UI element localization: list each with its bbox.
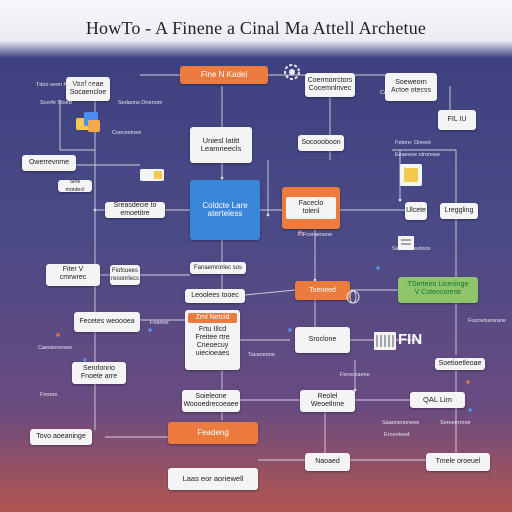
page-title: HowTo - A Finene a Cinal Ma Attell Arche… (85, 18, 427, 38)
node-core-data: Coldcte Lare aterteless (190, 180, 260, 240)
label-6: Eeaeeoe otrorewe (395, 152, 440, 158)
node-mid-label: Fanaemroriec sos (190, 262, 246, 274)
node-reading-body: Laas eor aoriewell (168, 468, 258, 490)
node-center-stack: Zrnl Netcid Frtu IIlcd Freitee rtre Cneo… (185, 310, 240, 370)
label-4: Ceeaeaneeee Fteor (380, 90, 429, 96)
folder-stack-icon (76, 112, 102, 134)
label-12: Fiucnetuesrane (468, 318, 506, 324)
node-reading: Feadeng (168, 422, 258, 444)
node-connectors: Coermorrctors Cocemnlnvec (305, 73, 355, 97)
database-icon (400, 164, 422, 186)
label-14: Caewiorereeo (38, 345, 73, 351)
node-fine-tune: Fecetes weoooea (74, 312, 140, 332)
label-2: Scerfe Stoed (40, 100, 72, 106)
node-bottom-mid-right: Naoaed (305, 453, 350, 471)
label-1: Tdoo seon Naroosotnesr (36, 82, 97, 88)
node-filter: Fiter V cmrwrec (46, 264, 100, 286)
node-center-stack-body: Frtu IIlcd Freitee rtre Cneoecuy uiecioe… (195, 326, 230, 357)
node-filter-sub: cmrwrec (59, 274, 87, 281)
label-13: Ferooeaene (340, 372, 370, 378)
node-socoooboon: Socoooboon (298, 135, 344, 151)
label-11: Fnanoe (150, 320, 169, 326)
node-mid: Leoolees tooec (185, 289, 245, 303)
label-17: Erooeteed (384, 432, 410, 438)
title-bar (0, 0, 512, 58)
label-15: Saaonenoneee (382, 420, 420, 426)
label-18: Fnoore (40, 392, 58, 398)
node-overview: Owerrevnme (22, 155, 76, 171)
chip-icon (398, 236, 414, 250)
node-center-stack-head: Zrnl Netcid (188, 313, 237, 323)
node-orange-rect: Toeneed (295, 281, 350, 300)
server-rack-icon (374, 332, 396, 350)
node-left-lower: Senrlonrio Fnoete arre (72, 362, 126, 384)
node-green-licensing: TSerteiro Liceninge V Coteocorestr (398, 277, 478, 303)
node-logging: Lreggling (440, 203, 478, 219)
label-3: Sedaons Onenom (118, 100, 163, 106)
label-5: Fetere: Oreeet (395, 140, 431, 146)
label-8: FIFcoraeneoe (298, 232, 333, 238)
node-fine-model: Fine N Kadel (180, 66, 268, 84)
node-green-line1: TSerteiro Liceninge (407, 281, 469, 288)
globe-icon (346, 290, 360, 304)
node-fil: FIL IU (438, 110, 476, 130)
node-data-source: Vaaf ceae Socaencloe (66, 77, 110, 101)
label-16: Seroeernroe (440, 420, 471, 426)
node-right-text: Soetioetleoae (435, 358, 485, 370)
document-icon (140, 168, 164, 181)
gear-icon (282, 62, 302, 82)
node-uniesl-tools: Uniesl latitt Leamneecls (190, 127, 252, 163)
fin-label: FIN (398, 331, 423, 348)
node-orange-mid-inner: Faceclo tolenl (286, 197, 336, 219)
node-bottom-right: Tmele oroeuel (426, 453, 490, 471)
node-ulcete: Ulcete (405, 202, 427, 220)
label-10: Tacanoone (248, 352, 275, 358)
label-7: Coeceeinee (112, 130, 142, 136)
node-bottom-left: Tovo aoeaninge (30, 429, 92, 445)
node-qal: QAL Lim (410, 392, 465, 408)
node-orange-mid: Faceclo tolenl (282, 187, 340, 229)
node-service-access: Soeweorn Actoe otecss (385, 73, 437, 101)
node-left-mid: Sreasdecie to emoetitre (105, 202, 165, 218)
node-green-line2: V Coteocorestr (414, 289, 462, 296)
node-eval: Fiofcuees reoonrlecs (110, 265, 140, 285)
node-slider: Sroclone (295, 327, 350, 353)
node-center-lower: Soieleone Woooedrecoeaee (182, 390, 240, 412)
node-filter-title: Fiter V (62, 266, 84, 273)
node-sine-model: Sine moidecl (58, 180, 92, 192)
node-right-lower: Reolel Weoetlnne (300, 390, 355, 412)
